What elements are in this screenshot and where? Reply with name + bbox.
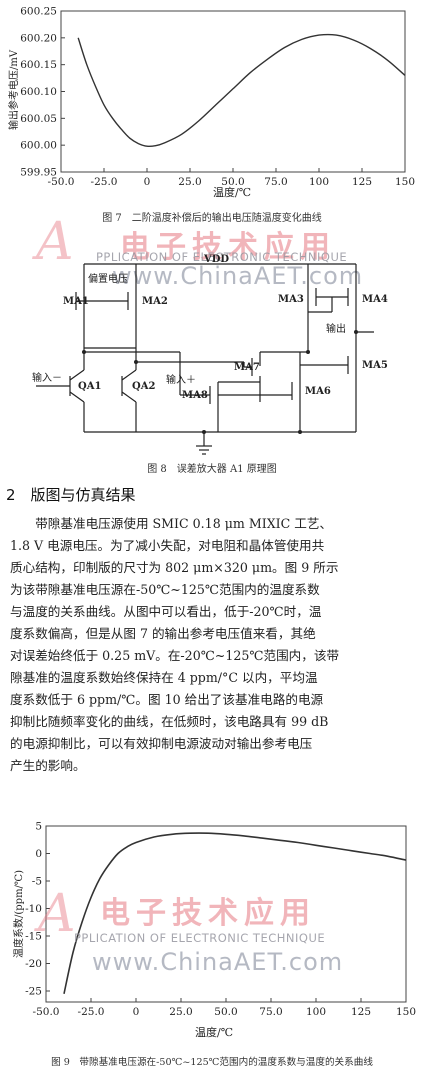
paragraph-line: 度系数低于 6 ppm/℃。图 10 给出了该基准电路的电源 xyxy=(10,692,324,707)
paragraph-line: 抑制比随频率变化的曲线，在低频时，该电路具有 99 dB xyxy=(10,714,329,729)
y-tick-label: 600.20 xyxy=(20,32,57,44)
figure9-xlabel: 温度/℃ xyxy=(195,1025,233,1039)
x-tick-label: 100 xyxy=(306,1006,326,1018)
ma4-label: MA4 xyxy=(362,294,388,305)
x-tick-label: 150 xyxy=(395,176,415,188)
ma8-label: MA8 xyxy=(182,390,208,401)
x-tick-label: 50.0 xyxy=(221,176,244,188)
y-tick-label: -10 xyxy=(25,903,42,915)
qa1-label: QA1 xyxy=(78,381,101,392)
paragraph-line: 为该带隙基准电压源在-50℃~125℃范围内的温度系数 xyxy=(10,582,320,597)
figure7-caption: 图 7 二阶温度补偿后的输出电压随温度变化曲线 xyxy=(102,213,322,224)
figure7-plot-frame xyxy=(60,10,406,173)
paragraph-line: 度系数偏高，但是从图 7 的输出参考电压值来看，其绝 xyxy=(10,626,316,641)
y-tick-label: -15 xyxy=(25,931,42,943)
ma1-label: MA1 xyxy=(63,296,89,307)
x-tick-label: 100 xyxy=(309,176,329,188)
y-tick-label: 600.25 xyxy=(20,6,57,18)
x-tick-label: -25.0 xyxy=(91,176,118,188)
paragraph-line: 质心结构，印制版的尺寸为 802 μm×320 μm。图 9 所示 xyxy=(10,560,339,575)
y-tick-label: 5 xyxy=(35,821,42,833)
x-tick-label: 0 xyxy=(144,176,151,188)
figure7-xlabel: 温度/℃ xyxy=(213,185,251,199)
x-tick-label: 25.0 xyxy=(169,1006,192,1018)
paragraph-line: 的电源抑制比，可以有效抑制电源波动对输出参考电压 xyxy=(10,736,313,751)
x-tick-label: 75.0 xyxy=(264,176,287,188)
figure9-series-line xyxy=(63,832,407,994)
vdd-label: VDD xyxy=(203,254,229,265)
figure9-ylabel: 温度系数/(ppm/℃) xyxy=(12,870,25,958)
y-tick-label: 0 xyxy=(35,848,42,860)
y-tick-label: -20 xyxy=(25,958,42,970)
figure7-chart: 600.25 600.20 600.15 600.10 600.05 600.00 599.… xyxy=(7,6,415,200)
output-label: 输出 xyxy=(326,322,346,335)
figure9-chart: 5 0 -5 -10 -15 -20 -25 -50.0 -25.0 0 25.0 50.0 75.0… xyxy=(12,821,416,1040)
figure8-caption: 图 8 误差放大器 A1 原理图 xyxy=(147,464,277,475)
figure8-circuit: VDD 偏置电压 MA1 MA2 MA3 MA4 MA5 MA6 MA7 MA8… xyxy=(32,254,388,455)
figure7-ylabel: 输出参考电压/mV xyxy=(7,49,20,130)
y-tick-label: 600.05 xyxy=(20,113,57,125)
paragraph-line: 产生的影响。 xyxy=(10,758,86,773)
ma7-label: MA7 xyxy=(234,362,260,373)
x-tick-label: 25.0 xyxy=(178,176,201,188)
y-tick-label: 600.10 xyxy=(20,86,57,98)
ma2-label: MA2 xyxy=(142,296,168,307)
figure9-plot-frame xyxy=(45,825,407,1003)
y-tick-label: -5 xyxy=(32,876,42,888)
x-tick-label: -25.0 xyxy=(78,1006,105,1018)
y-tick-label: 600.15 xyxy=(20,59,57,71)
y-tick-label: 600.00 xyxy=(20,140,57,152)
x-tick-label: -50.0 xyxy=(48,176,75,188)
figure9-caption: 图 9 带隙基准电压源在-50℃~125℃范围内的温度系数与温度的关系曲线 xyxy=(51,1057,373,1068)
qa2-label: QA2 xyxy=(132,381,155,392)
input-plus-label: 输入＋ xyxy=(166,373,196,386)
x-tick-label: 50.0 xyxy=(214,1006,237,1018)
bias-label: 偏置电压 xyxy=(88,272,128,285)
paragraph-line: 带隙基准电压源使用 SMIC 0.18 μm MIXIC 工艺、 xyxy=(10,516,333,531)
paragraph-line: 与温度的关系曲线。从图中可以看出，低于-20℃时，温 xyxy=(10,604,322,619)
y-tick-label: -25 xyxy=(25,986,42,998)
x-tick-label: 150 xyxy=(396,1006,416,1018)
input-minus-label: 输入－ xyxy=(32,371,62,384)
ma3-label: MA3 xyxy=(278,294,304,305)
paragraph-line: 1.8 V 电源电压。为了减小失配，对电阻和晶体管使用共 xyxy=(10,538,325,553)
paragraph-line: 隙基准的温度系数始终保持在 4 ppm/°C 以内，平均温 xyxy=(10,670,318,685)
section-title: 2 版图与仿真结果 xyxy=(6,486,136,504)
figure7-series-line xyxy=(77,33,406,148)
x-tick-label: 125 xyxy=(352,176,372,188)
ma6-label: MA6 xyxy=(305,386,331,397)
x-tick-label: 125 xyxy=(351,1006,371,1018)
section-paragraph: 带隙基准电压源使用 SMIC 0.18 μm MIXIC 工艺、 1.8 V 电源… xyxy=(10,513,414,777)
x-tick-label: 0 xyxy=(133,1006,140,1018)
x-tick-label: 75.0 xyxy=(259,1006,282,1018)
x-tick-label: -50.0 xyxy=(33,1006,60,1018)
y-tick-label: 599.95 xyxy=(20,167,57,179)
paragraph-line: 对误差始终低于 0.25 mV。在-20℃~125℃范围内，该带 xyxy=(10,648,340,663)
ma5-label: MA5 xyxy=(362,360,388,371)
